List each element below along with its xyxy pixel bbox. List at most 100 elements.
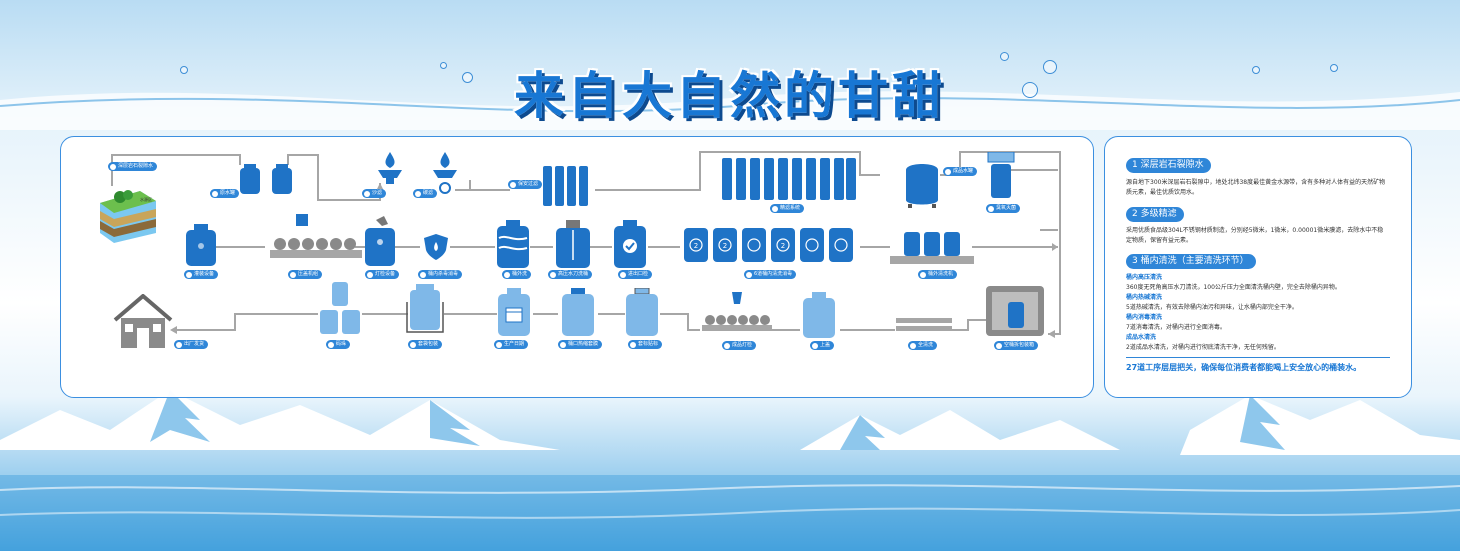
source-tag: 水源区 — [140, 197, 152, 202]
step-label: 精滤系统 — [770, 204, 805, 213]
check-bottle-icon — [613, 220, 647, 272]
stacking-icon — [318, 282, 362, 338]
sub-text: 7道消毒清洗，对桶内进行全面消毒。 — [1126, 324, 1226, 331]
sub-heading: 桶内消毒清洗 — [1126, 314, 1163, 321]
step-label: 6道桶内清洗消毒 — [744, 270, 797, 279]
step-label-text: 臭氧灭菌 — [996, 205, 1017, 211]
wash-step-number: 2 — [694, 242, 698, 250]
unpack-icon — [986, 286, 1044, 340]
step-label: 臭氧灭菌 — [986, 204, 1021, 213]
section-body: 采用优质食品级304L不锈钢材质制造，分别经5微米，1微米，0.00001微米膜… — [1126, 227, 1384, 244]
step-label: 碳滤 — [413, 189, 438, 198]
step-label-text: 全清洗 — [918, 342, 934, 348]
step-label-text: 保安过滤 — [518, 181, 539, 187]
calendar-bottle-icon — [497, 288, 531, 340]
step-label: 出厂发货 — [174, 340, 209, 349]
cartridge-filter-icon — [543, 164, 589, 210]
twin-tank-icon — [238, 162, 294, 200]
washer-icon — [890, 228, 974, 272]
shield-water-icon — [424, 234, 448, 264]
section-body: 源自地下300米深层岩石裂隙中，地处北纬38度最佳黄金水源带，含有多种对人体有益… — [1126, 179, 1386, 196]
bubble-icon — [440, 62, 447, 69]
light-check-icon — [362, 216, 398, 272]
section-heading-text: 多级精滤 — [1140, 209, 1177, 219]
step-label-text: 出厂发货 — [184, 341, 205, 347]
step-label-text: 成品灯检 — [732, 342, 753, 348]
storage-tank-icon — [902, 160, 942, 212]
bubble-icon — [1022, 82, 1038, 98]
step-label-text: 上盖 — [820, 342, 831, 348]
step-label-text: 生产日期 — [504, 341, 525, 347]
step-label-text: 压盖机组 — [298, 271, 319, 277]
step-label: 套袋包装 — [408, 340, 443, 349]
step-label-text: 进出口检 — [628, 271, 649, 277]
step-label: 全清洗 — [908, 341, 938, 350]
water-drop-filter-icon — [375, 150, 405, 190]
sub-heading: 桶内热碱清洗 — [1126, 294, 1163, 301]
background-wave — [0, 91, 1460, 130]
bubble-icon — [180, 66, 188, 74]
step-label: 桶外清洗机 — [918, 270, 958, 279]
step-label-text: 高压水刀洗桶 — [558, 271, 589, 277]
section-heading-text: 桶内清洗（主要清洗环节） — [1140, 256, 1249, 266]
six-wash-icon: 2 2 2 — [684, 224, 854, 268]
bubble-icon — [1043, 60, 1057, 74]
step-label-text: 灯检设备 — [375, 271, 396, 277]
section-number: 3 — [1132, 256, 1138, 266]
section-number: 1 — [1132, 160, 1138, 170]
step-label-text: 精滤系统 — [780, 205, 801, 211]
shrink-cap-icon — [560, 288, 596, 340]
step-label-text: 码垛 — [336, 341, 347, 347]
bubble-icon — [462, 72, 473, 83]
step-label-text: 空桶拆包装箱 — [1004, 342, 1035, 348]
bubble-icon — [1000, 52, 1009, 61]
bubble-icon — [1330, 64, 1338, 72]
wash-step-number: 2 — [723, 242, 727, 250]
step-label-text: 原水罐 — [220, 190, 236, 196]
factory-house-icon — [113, 293, 173, 354]
section-heading-text: 深层岩石裂隙水 — [1140, 160, 1204, 170]
conveyor-icon — [896, 316, 952, 338]
sub-text: 5道热碱清洗，有效去除桶内油污和异味，让水桶内部完全干净。 — [1126, 304, 1298, 311]
step-label: 高压水刀洗桶 — [548, 270, 593, 279]
geology-layer-icon — [96, 183, 156, 243]
section-heading: 3 桶内清洗（主要清洗环节） — [1126, 254, 1256, 269]
capping-belt-icon — [270, 214, 362, 264]
step-label-text: 深层岩石裂隙水 — [118, 163, 154, 169]
sub-text: 2道成品水清洗，对桶内进行彻底清洗干净，无任何残留。 — [1126, 344, 1280, 351]
divider — [1126, 357, 1390, 358]
cap-bottle-icon — [802, 292, 836, 342]
bagging-icon — [406, 284, 444, 338]
bubble-icon — [1252, 66, 1260, 74]
step-label: 压盖机组 — [288, 270, 323, 279]
section-body: 桶内高压清洗 360度无死角高压水刀清洗，100公斤压力全面清洗桶内壁，完全去除… — [1126, 273, 1388, 353]
step-label: 码垛 — [326, 340, 351, 349]
snow-mountains — [0, 390, 1460, 551]
sun-filter-icon — [430, 150, 460, 200]
outer-wash-icon — [496, 220, 530, 272]
product-check-icon — [702, 292, 772, 338]
step-label: 灯检设备 — [365, 270, 400, 279]
step-label: 上盖 — [810, 341, 835, 350]
step-label: 空桶拆包装箱 — [994, 341, 1039, 350]
step-label: 深层岩石裂隙水 — [108, 162, 158, 171]
sub-text: 360度无死角高压水刀清洗，100公斤压力全面清洗桶内壁，完全去除桶内异物。 — [1126, 284, 1341, 291]
step-label: 进出口检 — [618, 270, 653, 279]
pressure-wash-icon — [554, 220, 592, 272]
section-number: 2 — [1132, 209, 1138, 219]
step-label-text: 桶口热缩套膜 — [568, 341, 599, 347]
step-label-text: 桶内杀毒消毒 — [428, 271, 459, 277]
step-label-text: 成品水罐 — [953, 168, 974, 174]
wash-step-number: 2 — [781, 242, 785, 250]
step-label-text: 桶外洗 — [512, 271, 528, 277]
step-label: 灌装设备 — [184, 270, 219, 279]
sub-heading: 成品水清洗 — [1126, 334, 1157, 341]
step-label: 成品水罐 — [943, 167, 978, 176]
step-label: 生产日期 — [494, 340, 529, 349]
section-heading: 2 多级精滤 — [1126, 207, 1184, 222]
step-label-text: 碳滤 — [423, 190, 434, 196]
step-label: 保安过滤 — [508, 180, 543, 189]
step-label-text: 6道桶内清洗消毒 — [754, 271, 793, 277]
step-label-text: 灌装设备 — [194, 271, 215, 277]
footer-slogan: 27道工序层层把关，确保每位消费者都能喝上安全放心的桶装水。 — [1126, 363, 1362, 372]
